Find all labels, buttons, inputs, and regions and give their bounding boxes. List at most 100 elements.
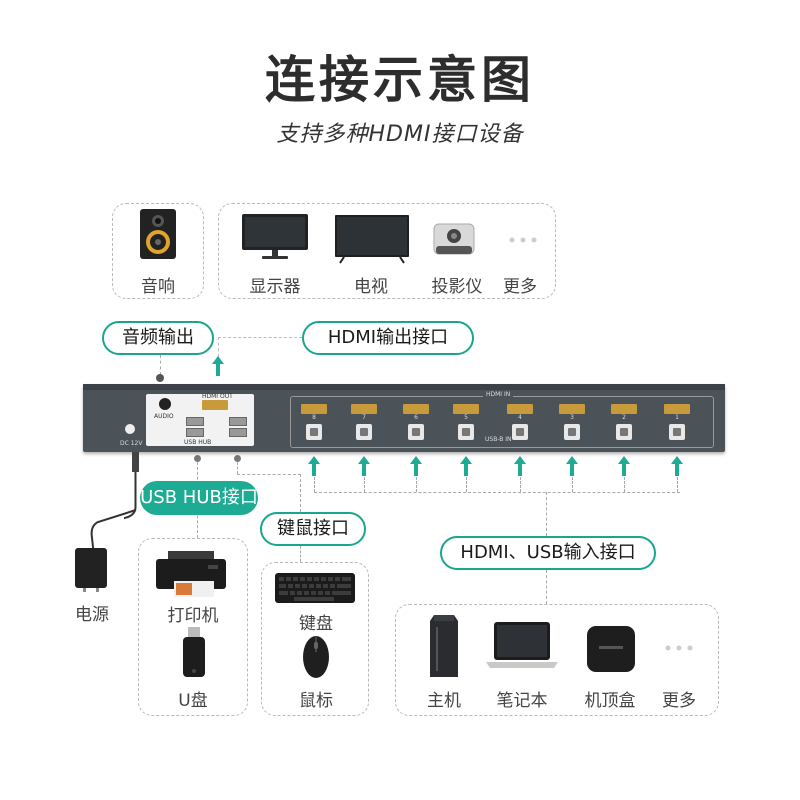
- page-title: 连接示意图: [265, 51, 535, 109]
- dc-jack: [125, 424, 135, 434]
- usb-km-port: [229, 417, 247, 426]
- hdmi-output-link-line-v: [218, 337, 219, 357]
- projector-icon: [430, 218, 478, 258]
- power-label: 电源: [75, 605, 109, 625]
- host-label-more: 更多: [662, 691, 696, 711]
- hdmi-in-label: HDMI IN: [483, 391, 514, 398]
- km-connector-line-v: [300, 474, 301, 512]
- hdmi-in-port: [507, 404, 533, 414]
- km-connector-line-down: [300, 546, 301, 562]
- display-label-more: 更多: [503, 277, 537, 297]
- mouse-icon: [301, 634, 331, 680]
- hdmi-output-link-line: [218, 337, 302, 338]
- usb-b-in-port-inner: [568, 428, 576, 436]
- km-devices-box: [261, 562, 369, 716]
- usb-drive-label: U盘: [178, 691, 208, 711]
- port-number: 3: [570, 414, 574, 421]
- hdmi-out-port: [202, 400, 228, 410]
- page-subtitle: 支持多种HDMI接口设备: [276, 122, 524, 147]
- kvm-top-edge: [83, 384, 725, 390]
- inputs-bracket-down: [546, 492, 547, 536]
- power-adapter-icon: [71, 548, 111, 592]
- speaker-icon: [138, 208, 178, 260]
- input-connector-tick: [624, 477, 625, 492]
- hdmi-in-port: [664, 404, 690, 414]
- hdmi-output-pill: HDMI输出接口: [302, 321, 474, 355]
- usb-drive-icon: [181, 627, 207, 679]
- km-connector-line: [237, 462, 238, 474]
- usb-hub-port-label: USB HUB: [184, 439, 212, 446]
- input-up-arrow-icon: [565, 455, 579, 477]
- usb-b-in-port-inner: [462, 428, 470, 436]
- km-connector-line-h: [237, 474, 301, 475]
- usb-devices-box: [138, 538, 248, 716]
- more-dots-icon: [508, 236, 538, 244]
- display-label-tv: 电视: [354, 277, 388, 297]
- keyboard-mouse-pill: 键鼠接口: [260, 512, 366, 546]
- keyboard-icon: [274, 572, 356, 604]
- usb-b-in-port-inner: [516, 428, 524, 436]
- port-number: 7: [362, 414, 366, 421]
- hdmi-in-port: [611, 404, 637, 414]
- audio-jack: [159, 398, 171, 410]
- usb-b-in-port-inner: [412, 428, 420, 436]
- input-up-arrow-icon: [409, 455, 423, 477]
- keyboard-label: 键盘: [299, 614, 333, 634]
- usb-b-in-port-inner: [620, 428, 628, 436]
- input-connector-tick: [416, 477, 417, 492]
- input-connector-tick: [520, 477, 521, 492]
- printer-label: 打印机: [167, 606, 219, 626]
- audio-output-pill: 音频输出: [102, 321, 214, 355]
- audio-device-label: 音响: [141, 277, 175, 297]
- more-dots-icon: [664, 644, 694, 652]
- mouse-label: 鼠标: [299, 691, 333, 711]
- audio-port-label: AUDIO: [154, 413, 174, 420]
- input-connector-tick: [466, 477, 467, 492]
- audio-device-box: [112, 203, 204, 299]
- laptop-icon: [484, 620, 560, 672]
- hdmi-in-port: [351, 404, 377, 414]
- input-up-arrow-icon: [670, 455, 684, 477]
- inputs-bracket-line: [314, 492, 680, 493]
- dc-port-label: DC 12V: [120, 440, 143, 447]
- port-number: 1: [675, 414, 679, 421]
- printer-icon: [154, 551, 228, 599]
- input-connector-tick: [314, 477, 315, 492]
- usb-hub-pill: USB HUB接口: [140, 481, 258, 515]
- input-connector-tick: [364, 477, 365, 492]
- hdmi-in-port: [559, 404, 585, 414]
- hdmi-in-port: [453, 404, 479, 414]
- display-label-monitor: 显示器: [249, 277, 301, 297]
- port-number: 4: [518, 414, 522, 421]
- usb-hub-connector-dot: [194, 455, 201, 462]
- port-number: 6: [414, 414, 418, 421]
- hdmi-out-up-arrow-icon: [211, 355, 225, 377]
- port-number: 2: [622, 414, 626, 421]
- km-connector-dot: [234, 455, 241, 462]
- input-up-arrow-icon: [307, 455, 321, 477]
- tv-icon: [334, 214, 410, 264]
- display-devices-box: [218, 203, 556, 299]
- host-label-laptop: 笔记本: [496, 691, 548, 711]
- usb-hub-port: [186, 417, 204, 426]
- host-devices-box: [395, 604, 719, 716]
- host-label-pc: 主机: [427, 691, 461, 711]
- inputs-pill: HDMI、USB输入接口: [440, 536, 656, 570]
- input-up-arrow-icon: [617, 455, 631, 477]
- audio-connector-dot: [156, 374, 164, 382]
- usb-b-in-label: USB-B IN: [485, 436, 512, 443]
- input-connector-tick: [572, 477, 573, 492]
- pc-tower-icon: [426, 613, 462, 679]
- inputs-bracket-down-2: [546, 570, 547, 604]
- input-up-arrow-icon: [459, 455, 473, 477]
- input-up-arrow-icon: [357, 455, 371, 477]
- power-cable-line: [88, 508, 148, 558]
- input-up-arrow-icon: [513, 455, 527, 477]
- usb-b-in-port-inner: [673, 428, 681, 436]
- usb-b-in-port-inner: [310, 428, 318, 436]
- hdmi-in-port: [403, 404, 429, 414]
- host-label-settop: 机顶盒: [584, 691, 636, 711]
- usb-km-port: [229, 428, 247, 437]
- hdmi-in-port: [301, 404, 327, 414]
- port-number: 5: [464, 414, 468, 421]
